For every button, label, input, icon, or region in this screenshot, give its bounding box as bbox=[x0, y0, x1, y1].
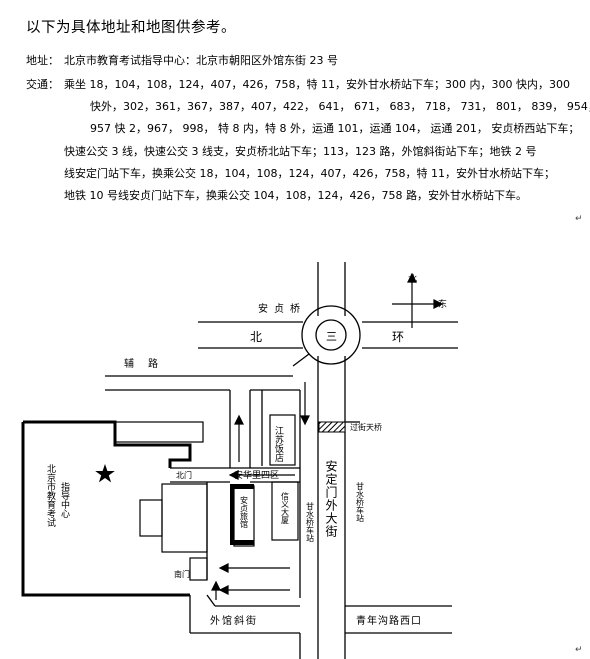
paragraph-mark: ↵ bbox=[575, 645, 583, 655]
address-value: 北京市教育考试指导中心：北京市朝阳区外馆东街 23 号 bbox=[64, 54, 338, 67]
paragraph-mark: ↵ bbox=[575, 214, 583, 224]
building bbox=[139, 499, 163, 537]
route-arrow-icon bbox=[211, 580, 221, 591]
ganshuiqiao-stop-label: 甘水桥车站 bbox=[306, 501, 315, 543]
roundabout-inner bbox=[315, 319, 347, 351]
jiangsu-hotel-building bbox=[269, 414, 296, 466]
side-road-label: 辅路 bbox=[124, 357, 172, 370]
center-boundary bbox=[21, 422, 190, 597]
andingmen-street-label: 安定门外大街 bbox=[324, 459, 338, 538]
roundabout bbox=[301, 305, 361, 365]
hotel-bar bbox=[230, 484, 254, 489]
page-heading: 以下为具体地址和地图供参考。 bbox=[26, 20, 236, 36]
building bbox=[114, 421, 204, 443]
south-gate-label: 南门 bbox=[174, 569, 190, 579]
address-row: 地址： 北京市教育考试指导中心：北京市朝阳区外馆东街 23 号 bbox=[26, 50, 338, 72]
route-arrow-icon bbox=[300, 415, 310, 426]
location-star-icon bbox=[95, 464, 115, 483]
jiangsu-hotel-label: 江苏饭店 bbox=[273, 426, 284, 463]
hotel-bar bbox=[230, 540, 254, 545]
route-arrow-icon bbox=[218, 585, 229, 595]
center-boundary bbox=[23, 420, 192, 468]
transit-label: 交通： bbox=[26, 78, 59, 91]
compass-north-label: 北 bbox=[408, 274, 417, 285]
north-gate-label: 北门 bbox=[176, 470, 192, 480]
location-map: 北 东 安贞桥 北 三 环 辅路 过街天桥 安华里四区 北门 南门 外馆斜街 青… bbox=[21, 262, 458, 659]
building bbox=[161, 483, 208, 553]
ring-road-label: 三 bbox=[326, 330, 337, 343]
qingniangou-label: 青年沟路西口 bbox=[356, 614, 422, 627]
address-label: 地址： bbox=[26, 54, 59, 67]
compass-east-label: 东 bbox=[438, 298, 447, 310]
road-edge bbox=[292, 353, 310, 367]
ring-road-label: 环 bbox=[392, 330, 404, 344]
road-edge bbox=[206, 594, 216, 607]
xinyi-building-label: 信义大厦 bbox=[281, 491, 290, 524]
waiguan-xiejie-label: 外馆斜街 bbox=[210, 614, 258, 627]
transit-line: 线安定门站下车，换乘公交 18，104，108，124，407，426，758，… bbox=[64, 166, 555, 180]
anzhen-hotel-label: 安贞旅馆 bbox=[240, 495, 249, 529]
anhuali-label: 安华里四区 bbox=[234, 469, 279, 481]
route-arrow-icon bbox=[234, 414, 244, 425]
north-arrow-icon bbox=[407, 272, 417, 283]
ganshuiqiao-stop-label: 甘水桥车站 bbox=[356, 481, 365, 523]
center-name-label: 北京市教育考试 bbox=[45, 464, 56, 527]
transit-line: 快外，302，361，367，387，407，422， 641， 671， 68… bbox=[90, 100, 590, 114]
center-name-label: 指导中心 bbox=[59, 481, 70, 518]
overpass-icon bbox=[318, 421, 346, 433]
anzhen-bridge-label: 安贞桥 bbox=[258, 302, 306, 315]
transit-line: 快速公交 3 线，快速公交 3 线支，安贞桥北站下车；113，123 路，外馆斜… bbox=[64, 144, 537, 158]
route-arrow-icon bbox=[228, 470, 239, 480]
transit-line: 乘坐 18，104，108，124，407，426，758，特 11，安外甘水桥… bbox=[64, 78, 570, 91]
xinyi-building bbox=[271, 481, 299, 541]
overpass-label: 过街天桥 bbox=[350, 422, 382, 432]
ring-road-label: 北 bbox=[250, 330, 262, 344]
building bbox=[189, 557, 208, 581]
transit-line: 地铁 10 号线安贞门站下车，换乘公交 104，108，124，426，758 … bbox=[64, 189, 527, 203]
route-arrow-icon bbox=[218, 563, 229, 573]
transit-line: 957 快 2，967， 998， 特 8 内，特 8 外，运通 101，运通 … bbox=[90, 122, 580, 136]
hotel-bar bbox=[230, 484, 234, 545]
east-arrow-icon bbox=[433, 299, 444, 309]
